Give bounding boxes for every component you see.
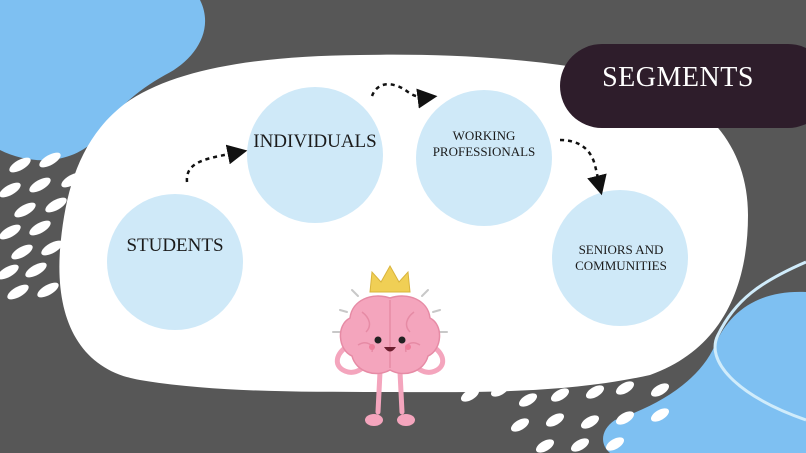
segment-circle-students — [107, 194, 243, 330]
blue-outline-top-left — [0, 19, 180, 102]
arrow-individuals-to-professionals — [370, 83, 438, 109]
segment-circle-individuals — [247, 87, 383, 223]
segment-label-students: STUDENTS — [126, 235, 224, 256]
segment-label-seniors-and-communities: SENIORS AND COMMUNITIES — [575, 242, 667, 273]
brain-with-crown-icon — [332, 264, 448, 426]
blue-outline-bottom-right — [713, 260, 806, 422]
blue-blob-top-left — [0, 0, 206, 161]
arrow-professionals-to-seniors — [559, 138, 607, 196]
segment-label-individuals: INDIVIDUALS — [253, 131, 377, 152]
segment-label-working-professionals: WORKING PROFESSIONALS — [432, 128, 536, 159]
segment-circle-working-professionals — [416, 90, 552, 226]
title-banner — [560, 44, 806, 128]
blue-blob-bottom-right — [603, 291, 806, 453]
segment-circle-seniors — [552, 190, 688, 326]
decorative-dots-left — [0, 152, 83, 300]
arrow-students-to-individuals — [185, 144, 248, 183]
slide-title: SEGMENTS — [602, 62, 754, 93]
